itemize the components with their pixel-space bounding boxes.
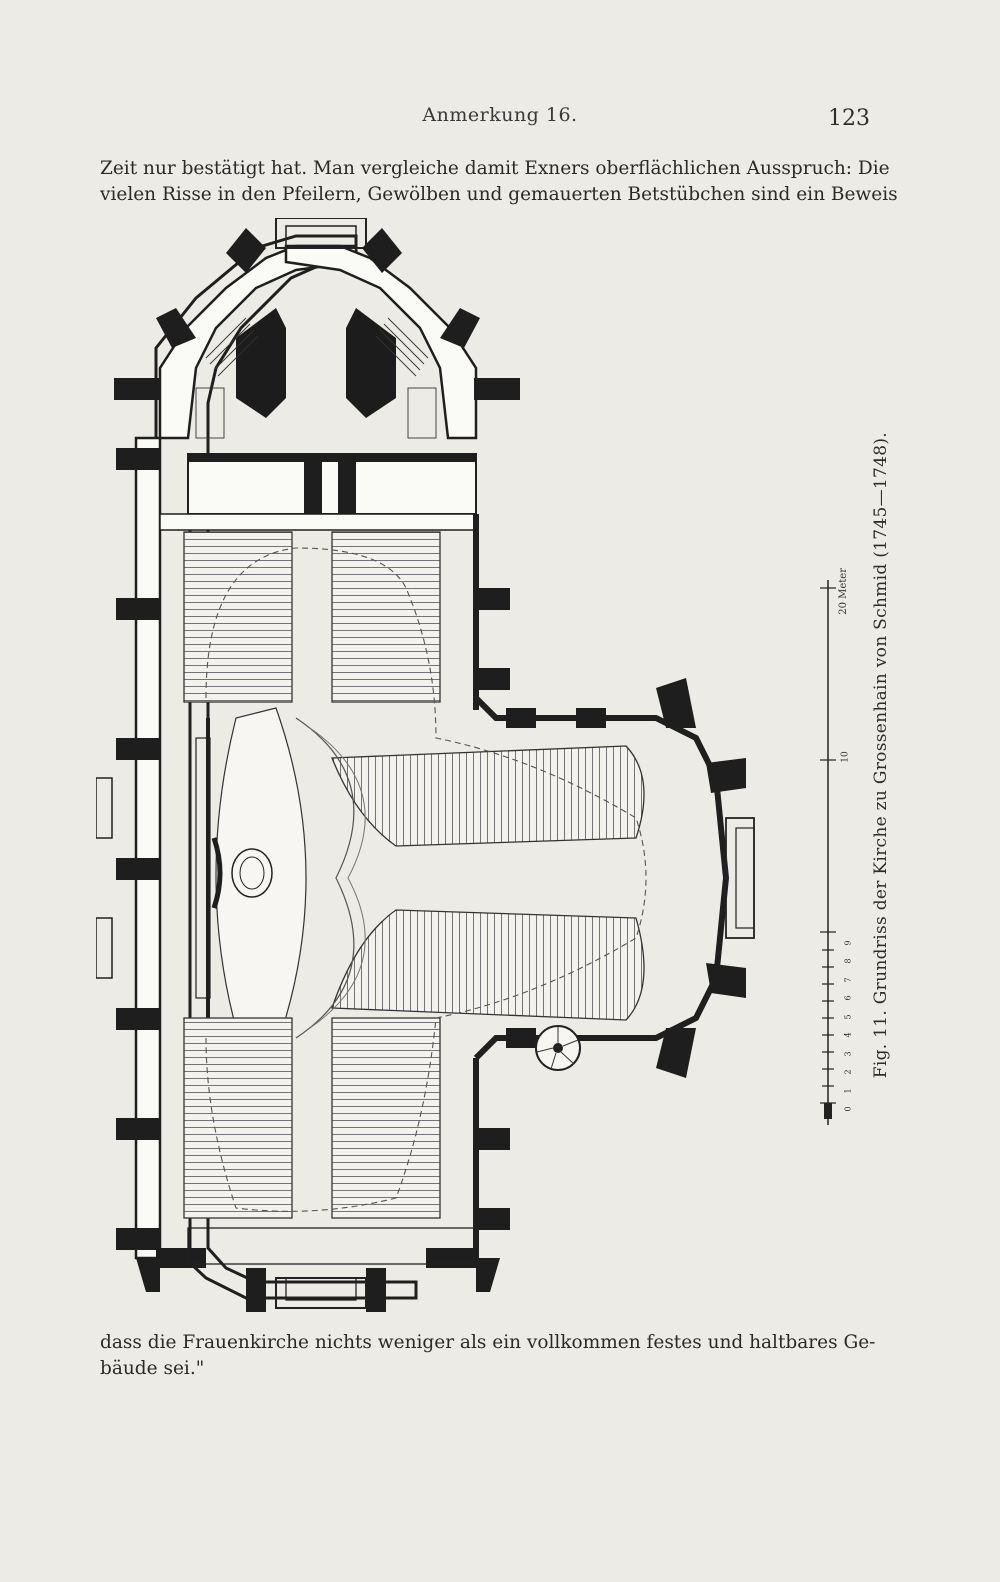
- south-gallery: [187, 1227, 479, 1265]
- pew-block-east-lower: [331, 909, 645, 1021]
- north-sacristy: [187, 453, 477, 515]
- scale-label-20m: 20 Meter: [838, 568, 849, 615]
- scale-small-labels: 0 1 2 3 4 5 6 7 8 9: [843, 940, 853, 1112]
- text-line: Zeit nur bestätigt hat. Man vergleiche d…: [100, 158, 890, 179]
- spiral-stair: [535, 1025, 581, 1071]
- scale-label-10: 10: [840, 751, 851, 763]
- page-number: 123: [828, 106, 870, 131]
- north-stair-cores: [236, 308, 396, 418]
- pew-block-se: [331, 1017, 441, 1219]
- text-line: dass die Frauenkirche nichts weniger als…: [100, 1332, 876, 1353]
- east-portal: [725, 817, 755, 939]
- pew-block-east-upper: [331, 745, 645, 847]
- west-portal: [96, 777, 113, 839]
- north-portal: [275, 218, 367, 249]
- pew-block-nw: [183, 531, 293, 703]
- outer-wall: [154, 234, 418, 1300]
- north-stairs: [195, 317, 437, 439]
- south-piers: [136, 1128, 510, 1312]
- body-text-bottom: dass die Frauenkirche nichts weniger als…: [100, 1330, 876, 1382]
- east-buttresses: [506, 678, 746, 1078]
- gallery-outline: [205, 547, 647, 1212]
- pew-block-sw: [183, 1017, 293, 1219]
- north-apse-right: [284, 244, 478, 440]
- figure-caption: Fig. 11. Grundriss der Kirche zu Grossen…: [866, 410, 896, 1100]
- figure-caption-text: Fig. 11. Grundriss der Kirche zu Grossen…: [871, 431, 891, 1079]
- church-floor-plan: [96, 218, 755, 1312]
- text-line: bäude sei.": [100, 1358, 205, 1379]
- pew-block-ne: [331, 531, 441, 703]
- running-title: Anmerkung 16.: [422, 104, 578, 126]
- west-piers: [116, 448, 160, 1250]
- scale-bar: [820, 580, 836, 1125]
- east-upper-piers: [476, 588, 510, 690]
- altar-pulpit: [211, 837, 273, 909]
- body-text-top: Zeit nur bestätigt hat. Man vergleiche d…: [100, 156, 898, 208]
- north-buttresses: [114, 228, 520, 400]
- text-line: vielen Risse in den Pfeilern, Gewölben u…: [100, 184, 898, 205]
